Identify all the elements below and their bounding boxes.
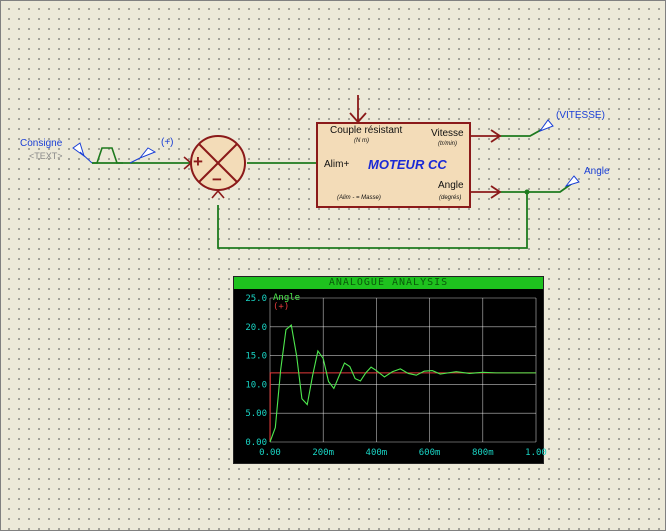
x-tick-label: 1.00 (525, 448, 547, 458)
probe-plus[interactable] (129, 147, 157, 164)
consigne-label: Consigne (20, 138, 63, 149)
y-tick-label: 20.0 (245, 323, 267, 333)
legend-entry: (+) (273, 302, 289, 312)
probe-vitesse-label: (VITESSE) (556, 110, 605, 121)
probe-angle-label: Angle (584, 166, 610, 177)
wire-angle[interactable] (500, 181, 575, 193)
summer-minus-sign: − (212, 170, 222, 189)
motor-couple-label: Couple résistant (330, 125, 403, 136)
motor-vitesse-unit: (tr/min) (438, 141, 457, 147)
motor-angle-label: Angle (438, 180, 464, 191)
x-tick-label: 400m (366, 448, 388, 458)
x-tick-label: 800m (472, 448, 494, 458)
motor-vitesse-label: Vitesse (431, 128, 464, 139)
analogue-analysis-plot[interactable]: 0.00 200m 400m 600m 800m 1.00 0.00 5.00 10.0 15.0… (234, 289, 547, 463)
y-tick-label: 5.00 (245, 409, 267, 419)
consigne-text-placeholder: <TEXT> (29, 151, 63, 161)
legend-entry: Angle (273, 293, 300, 303)
x-tick-label: 600m (419, 448, 441, 458)
motor-name: MOTEUR CC (368, 157, 447, 172)
analogue-analysis-title: ANALOGUE ANALYSIS (234, 277, 543, 289)
motor-couple-input (349, 95, 367, 124)
probe-angle[interactable] (564, 175, 580, 187)
pulse-generator-symbol[interactable] (72, 142, 123, 164)
probe-vitesse[interactable] (538, 119, 554, 133)
y-tick-label: 25.0 (245, 294, 267, 304)
series-line-plus (269, 372, 536, 443)
motor-alim-label: Alim+ (324, 159, 350, 170)
series-line-angle (269, 324, 536, 443)
y-tick-label: 15.0 (245, 352, 267, 362)
motor-angle-pin (470, 185, 502, 199)
motor-block[interactable] (316, 122, 471, 208)
motor-angle-unit: (degrés) (439, 195, 462, 201)
motor-alim-note: (Alim - = Masse) (337, 195, 381, 201)
motor-couple-unit: (N m) (354, 138, 369, 144)
x-tick-label: 0.00 (259, 448, 281, 458)
probe-plus-label: (+) (161, 137, 174, 148)
summer-input-arrow (183, 156, 193, 170)
analogue-analysis-graph[interactable]: ANALOGUE ANALYSIS 0.00 200m 400m 600m 800m 1.… (233, 276, 547, 464)
wire-feedback[interactable] (217, 192, 528, 249)
y-tick-label: 0.00 (245, 438, 267, 448)
x-tick-label: 200m (312, 448, 334, 458)
y-tick-label: 10.0 (245, 380, 267, 390)
motor-vitesse-pin (470, 129, 502, 143)
wire-junction (524, 189, 530, 195)
summer-plus-sign: + (193, 152, 203, 171)
summer-feedback-arrow (211, 189, 225, 199)
